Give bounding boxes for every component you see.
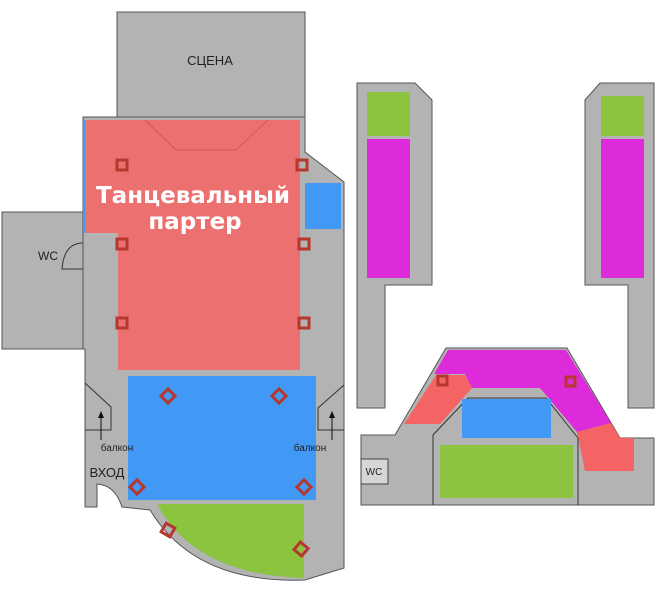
table-marker[interactable]	[115, 237, 129, 251]
wc-door-icon	[61, 242, 84, 270]
arrow-up-icon	[329, 411, 335, 440]
arrow-up-icon	[98, 411, 104, 440]
stage[interactable]	[116, 11, 306, 118]
balcony-stair-right	[317, 384, 345, 431]
wc-balcony	[360, 458, 389, 485]
red-zone-balcony-left[interactable]	[404, 375, 472, 424]
entrance-label: ВХОД	[90, 465, 125, 480]
blue-strip	[83, 120, 85, 233]
table-marker[interactable]	[159, 521, 177, 539]
wc-room	[1, 211, 84, 350]
table-marker[interactable]	[127, 477, 147, 497]
blue-zone-main[interactable]	[128, 376, 316, 500]
table-marker[interactable]	[564, 375, 577, 388]
table-marker[interactable]	[115, 316, 129, 330]
balcony-left-label: балкон	[101, 442, 133, 454]
green-zone-balcony[interactable]	[440, 445, 573, 498]
green-zone-balcony-right[interactable]	[601, 96, 644, 136]
balcony-stair-left	[84, 382, 112, 431]
stage-label: СЦЕНА	[187, 53, 233, 68]
wc-label: WC	[38, 249, 58, 263]
blue-zone-side[interactable]	[305, 183, 341, 229]
magenta-zone-balcony-left[interactable]	[367, 139, 410, 278]
green-zone[interactable]	[157, 504, 304, 578]
balcony-right-label: балкон	[294, 442, 326, 454]
blue-zone-balcony[interactable]	[462, 399, 551, 438]
balcony-inner-outline	[432, 397, 579, 505]
table-marker[interactable]	[269, 386, 289, 406]
table-marker[interactable]	[291, 539, 311, 559]
table-marker[interactable]	[297, 316, 311, 330]
table-marker[interactable]	[158, 386, 178, 406]
stage-apron-outline	[144, 119, 269, 151]
table-marker[interactable]	[115, 158, 129, 172]
magenta-zone-balcony[interactable]	[434, 350, 611, 432]
magenta-zone-balcony-right[interactable]	[601, 139, 644, 278]
table-marker[interactable]	[295, 158, 309, 172]
red-zone-balcony-right[interactable]	[577, 423, 634, 471]
table-marker[interactable]	[297, 237, 311, 251]
table-marker[interactable]	[436, 374, 449, 387]
wc-balcony-label: WC	[366, 467, 383, 478]
dance-floor-label-line1: Танцевальный	[96, 183, 290, 209]
dance-floor-label-line2: партер	[148, 209, 241, 235]
table-marker[interactable]	[294, 477, 314, 497]
green-zone-balcony-left[interactable]	[367, 92, 410, 136]
dance-floor-zone[interactable]	[85, 120, 300, 370]
